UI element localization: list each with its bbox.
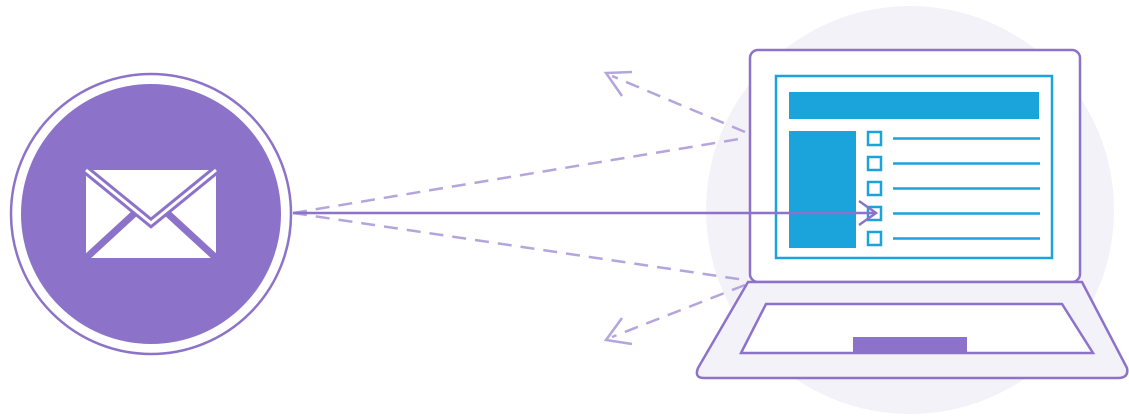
direct-arrow — [293, 199, 879, 227]
checkbox-icon[interactable] — [866, 180, 883, 197]
list-item[interactable] — [866, 230, 1040, 247]
screen-header-bar — [789, 92, 1039, 119]
dashed-line-lower — [292, 211, 746, 282]
laptop-icon — [695, 48, 1129, 380]
lower-arrowhead — [603, 317, 633, 346]
envelope-badge — [9, 72, 293, 356]
dashed-line-lower-return — [611, 283, 746, 339]
dashed-arrowheads — [603, 70, 633, 346]
laptop-keyboard — [738, 302, 1096, 355]
screen-sidebar — [789, 131, 856, 248]
list-item[interactable] — [866, 180, 1040, 197]
list-item[interactable] — [866, 155, 1040, 172]
dashed-line-upper-return — [611, 74, 746, 134]
screen-checklist — [866, 130, 1040, 247]
dashed-line-upper — [292, 136, 746, 215]
list-item[interactable] — [866, 130, 1040, 147]
checkbox-icon[interactable] — [866, 130, 883, 147]
upper-arrowhead — [603, 70, 633, 97]
checkbox-icon[interactable] — [866, 155, 883, 172]
direct-arrowhead — [858, 199, 879, 227]
dashed-paths — [292, 74, 746, 339]
checkbox-icon[interactable] — [866, 230, 883, 247]
envelope-icon — [83, 166, 219, 261]
laptop-trackpad — [853, 337, 967, 353]
